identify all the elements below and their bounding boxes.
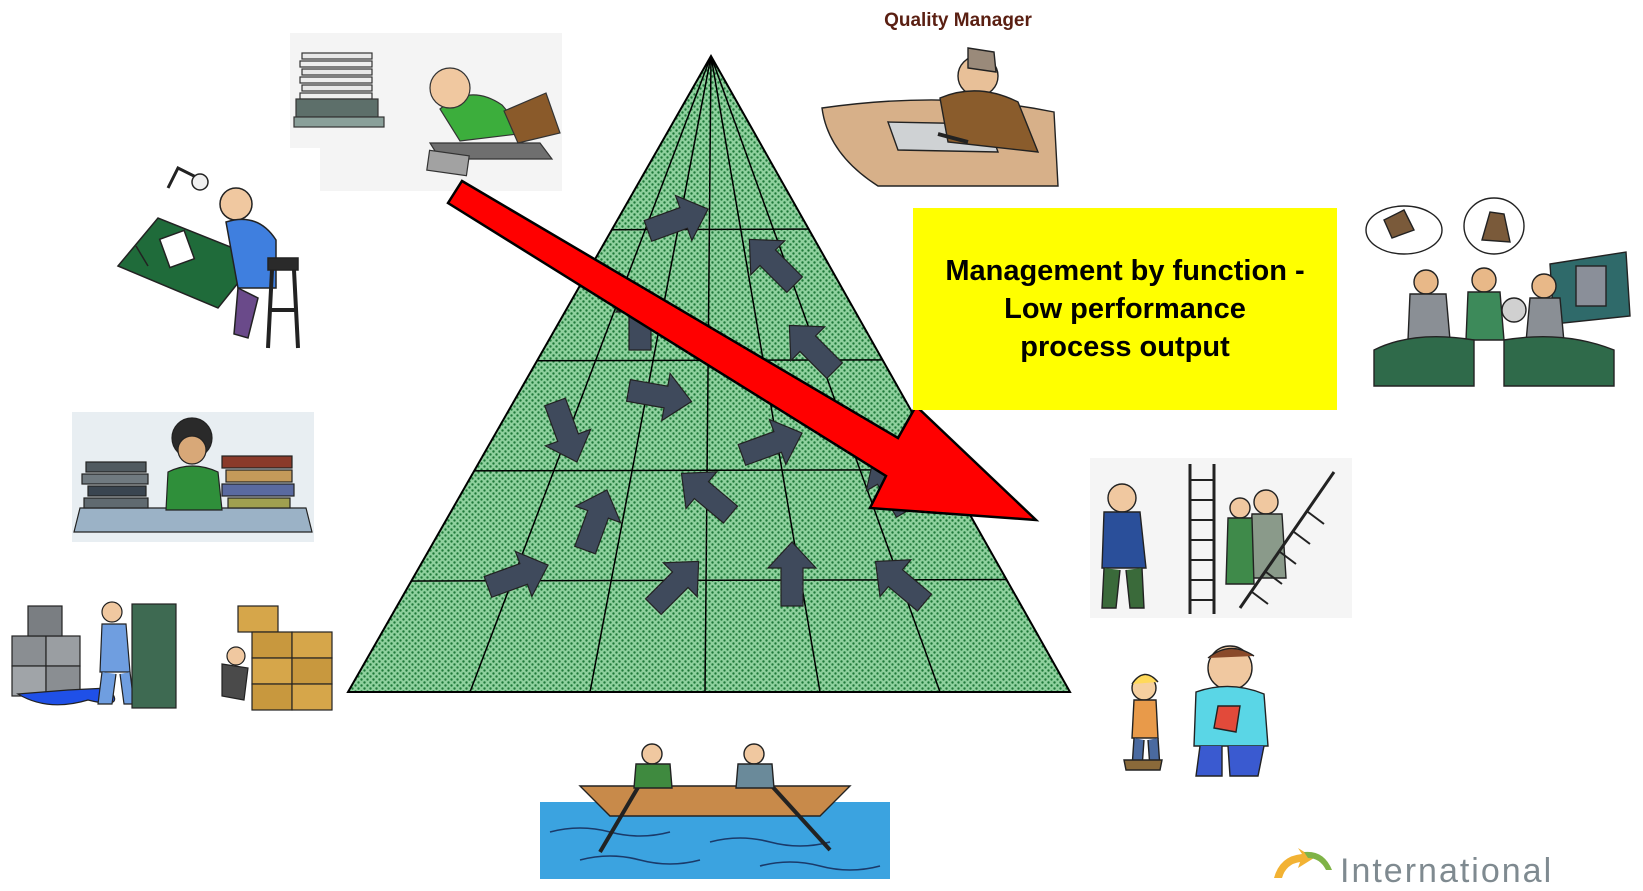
small-arrow xyxy=(874,559,933,612)
conflicting-arrows xyxy=(483,194,933,616)
small-arrow xyxy=(644,560,700,616)
small-arrow xyxy=(680,471,739,524)
callout-box: Management by function - Low performance… xyxy=(913,208,1337,410)
small-arrow xyxy=(625,371,693,422)
overwhelmed-clerk-illustration xyxy=(290,33,562,191)
buried-in-books-illustration xyxy=(72,412,314,542)
small-arrow xyxy=(573,489,622,555)
pyramid-shape xyxy=(346,53,1072,693)
spill-and-stacking-boxes-illustration xyxy=(8,576,334,716)
small-arrow xyxy=(748,238,804,294)
small-arrow xyxy=(788,324,844,380)
team-meeting-illustration xyxy=(1354,190,1634,400)
small-arrow xyxy=(543,397,592,463)
stressed-draftsman-illustration xyxy=(108,148,320,360)
big-red-arrow xyxy=(446,179,1040,522)
small-arrow xyxy=(766,541,818,607)
small-arrow xyxy=(737,418,803,467)
small-arrow xyxy=(483,550,549,599)
callout-text: Management by function - Low performance… xyxy=(945,255,1305,363)
small-arrow xyxy=(643,194,709,243)
adult-and-child-illustration xyxy=(1118,640,1318,780)
quality-manager-illustration xyxy=(818,42,1090,192)
people-with-ladders-illustration xyxy=(1090,458,1352,618)
quality-manager-label: Quality Manager xyxy=(884,10,1032,31)
logo-text: International xyxy=(1340,852,1554,890)
rowing-boat-illustration xyxy=(540,742,890,879)
integrated-logo-icon xyxy=(1274,848,1332,878)
